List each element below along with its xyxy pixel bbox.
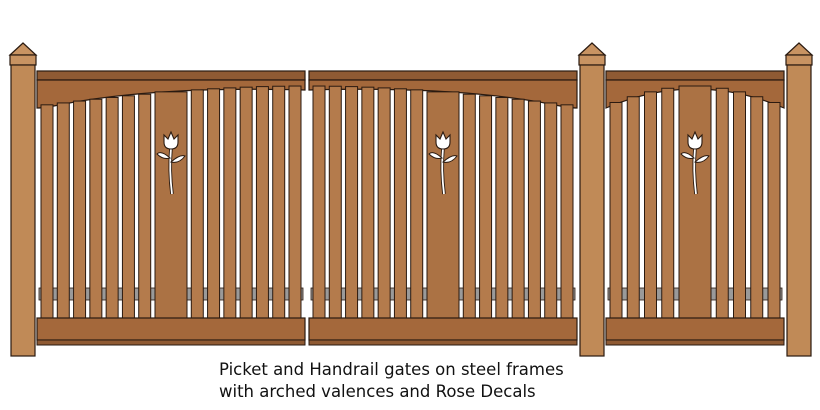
right-double-gate-leaf (308, 70, 578, 346)
post-cap (8, 42, 38, 56)
wide-centre-picket (678, 85, 712, 321)
rose-decal-icon (156, 130, 186, 195)
picket (393, 88, 407, 321)
rose-bloom (435, 130, 451, 150)
gate-illustration (8, 42, 814, 357)
bottom-rail (308, 339, 578, 346)
picket (105, 96, 119, 321)
picket (239, 86, 253, 321)
post-cap-collar (578, 54, 606, 66)
picket (410, 89, 424, 321)
rose-decal-icon (428, 130, 458, 195)
rose-bloom (163, 130, 179, 150)
caption-line-2: with arched valences and Rose Decals (219, 382, 536, 401)
picket (361, 86, 375, 321)
picket (377, 87, 391, 321)
rose-stem (169, 147, 173, 195)
post-shaft (10, 64, 36, 357)
rose-decal-icon (680, 130, 710, 195)
rose-leaf-left (680, 152, 696, 159)
wide-centre-picket (426, 91, 460, 321)
picket (767, 101, 781, 321)
left-double-gate-leaf (36, 70, 306, 346)
caption-line-1: Picket and Handrail gates on steel frame… (219, 360, 564, 379)
picket (138, 93, 152, 321)
picket (495, 96, 509, 321)
picket (121, 95, 135, 321)
picket (750, 96, 764, 321)
post-cap (784, 42, 814, 56)
picket (312, 85, 326, 321)
picket (479, 95, 493, 321)
picket (207, 88, 221, 321)
picket (733, 91, 746, 321)
picket (462, 93, 476, 321)
rose-stem (441, 147, 445, 195)
post-cap (577, 42, 607, 56)
picket (328, 85, 342, 321)
picket (626, 96, 640, 321)
post-1 (8, 42, 38, 357)
rose-bloom (687, 130, 703, 150)
post-cap-collar (9, 54, 37, 66)
top-rail (36, 70, 306, 81)
picket (56, 102, 70, 321)
picket (644, 91, 657, 321)
picket (527, 100, 541, 321)
picket (272, 85, 286, 321)
rose-leaf-right (169, 155, 186, 163)
top-rail (308, 70, 578, 81)
top-rail (605, 70, 785, 81)
picket (661, 87, 675, 321)
post-2 (577, 42, 607, 357)
rose-leaf-left (428, 152, 444, 159)
picket (40, 104, 54, 321)
bottom-rail (605, 339, 785, 346)
picket (609, 101, 623, 321)
picket (345, 86, 359, 321)
post-cap-collar (785, 54, 813, 66)
bottom-kick-rail (308, 317, 578, 341)
bottom-kick-rail (605, 317, 785, 341)
picket (190, 89, 204, 321)
single-side-gate (605, 70, 785, 346)
picket (288, 85, 302, 321)
post-shaft (579, 64, 605, 357)
picket (715, 87, 729, 321)
picket (223, 87, 237, 321)
picket (255, 86, 269, 321)
rose-stem (693, 147, 697, 195)
post-3 (784, 42, 814, 357)
wide-centre-picket (154, 91, 188, 321)
rose-leaf-left (156, 152, 172, 159)
picket (544, 102, 558, 321)
picket (89, 98, 103, 321)
bottom-kick-rail (36, 317, 306, 341)
picket (511, 98, 525, 321)
rose-leaf-right (441, 155, 458, 163)
rose-leaf-right (693, 155, 710, 163)
picket (73, 100, 87, 321)
post-shaft (786, 64, 812, 357)
posts-layer (8, 42, 814, 357)
gates-layer (36, 70, 785, 346)
picket (560, 104, 574, 321)
bottom-rail (36, 339, 306, 346)
